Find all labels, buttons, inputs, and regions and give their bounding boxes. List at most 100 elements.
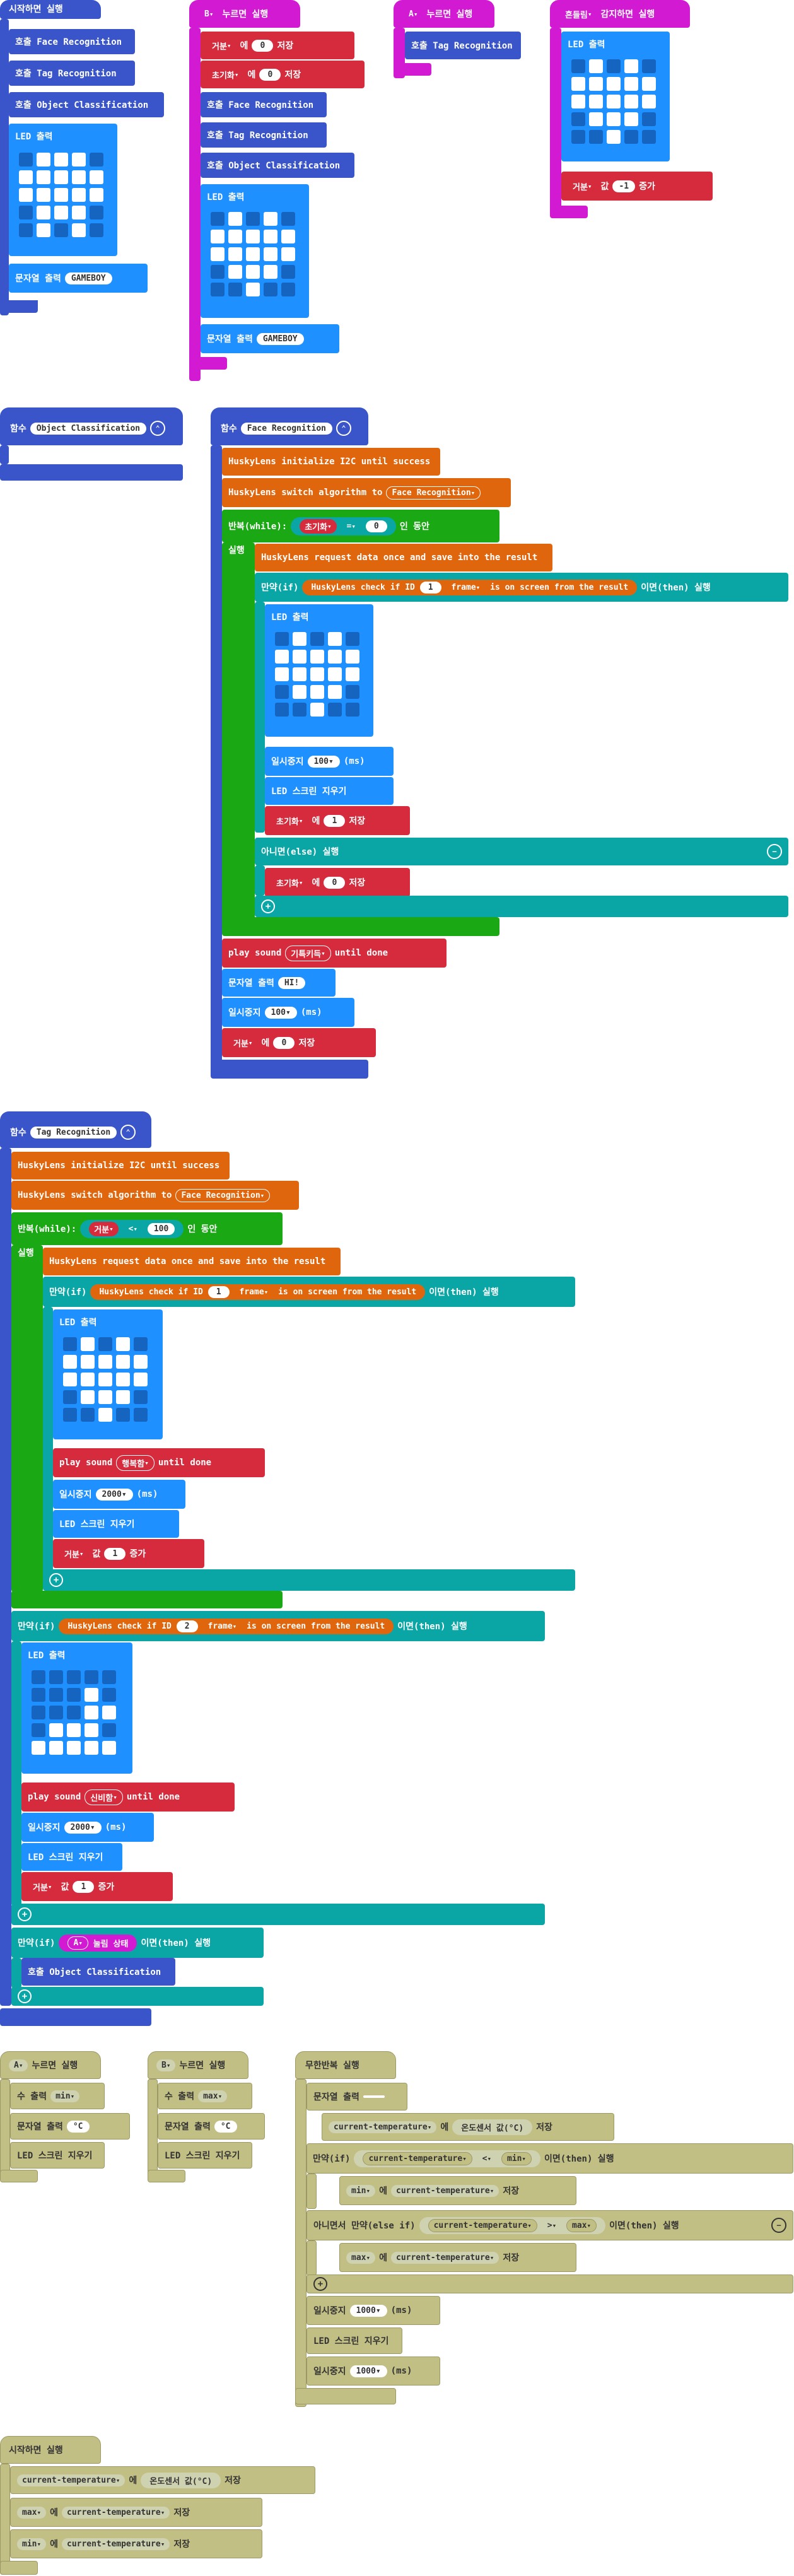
led-cell[interactable] bbox=[346, 685, 359, 699]
led-cell[interactable] bbox=[49, 1723, 63, 1737]
frame-dropdown[interactable]: frame bbox=[202, 1620, 242, 1632]
id-pill[interactable]: 1 bbox=[207, 1285, 230, 1298]
on-start-block[interactable] bbox=[0, 2436, 101, 2464]
play-sound-block[interactable]: play sound기특키득until done bbox=[222, 939, 447, 968]
led-cell[interactable] bbox=[67, 1741, 81, 1755]
change-var-block[interactable]: 거분값1증가 bbox=[53, 1539, 204, 1568]
led-cell[interactable] bbox=[54, 170, 68, 184]
led-cell[interactable] bbox=[102, 1741, 116, 1755]
led-cell[interactable] bbox=[328, 703, 342, 717]
led-cell[interactable] bbox=[85, 1706, 98, 1719]
led-cell[interactable] bbox=[49, 1706, 63, 1719]
led-cell[interactable] bbox=[37, 223, 50, 237]
led-cell[interactable] bbox=[228, 247, 242, 261]
value-pill[interactable]: 1 bbox=[73, 1880, 95, 1893]
sound-dropdown[interactable]: 신비함 bbox=[85, 1789, 123, 1805]
led-cell[interactable] bbox=[63, 1390, 77, 1404]
show-string-block[interactable]: 문자열 출력 bbox=[307, 2083, 407, 2111]
led-cell[interactable] bbox=[54, 153, 68, 167]
var-dropdown[interactable]: max bbox=[198, 2090, 228, 2102]
led-cell[interactable] bbox=[571, 59, 585, 73]
button-pressed-block[interactable]: A 눌림 상태 bbox=[59, 1934, 137, 1952]
call-tag-recognition[interactable]: 호출 Tag Recognition bbox=[201, 122, 327, 148]
pause-dropdown[interactable]: 1000 bbox=[349, 2365, 387, 2377]
compare-block[interactable]: current-temperature > max bbox=[419, 2216, 606, 2234]
led-cell[interactable] bbox=[72, 223, 86, 237]
var-dropdown[interactable]: current-temperature bbox=[391, 2251, 499, 2264]
plus-icon[interactable]: + bbox=[49, 1573, 63, 1587]
led-cell[interactable] bbox=[116, 1408, 130, 1422]
led-cell[interactable] bbox=[275, 685, 289, 699]
collapse-icon[interactable]: ⌃ bbox=[120, 1125, 136, 1140]
led-cell[interactable] bbox=[211, 247, 225, 261]
string-value[interactable]: °C bbox=[214, 2120, 237, 2133]
led-cell[interactable] bbox=[264, 247, 277, 261]
led-cell[interactable] bbox=[346, 703, 359, 717]
else-block[interactable]: 아니면(else) 실행− bbox=[255, 838, 788, 865]
var-dropdown[interactable]: 거분 bbox=[228, 1035, 258, 1050]
operator-dropdown[interactable]: > bbox=[542, 2219, 562, 2232]
led-cell[interactable] bbox=[607, 130, 621, 144]
led-cell[interactable] bbox=[116, 1373, 130, 1386]
id-pill[interactable]: 1 bbox=[419, 581, 441, 594]
led-cell[interactable] bbox=[293, 685, 307, 699]
string-value[interactable]: GAMEBOY bbox=[64, 272, 112, 284]
led-cell[interactable] bbox=[310, 667, 324, 681]
call-tag-recognition[interactable]: 호출 Tag Recognition bbox=[9, 61, 135, 86]
led-cell[interactable] bbox=[624, 130, 638, 144]
call-tag-recognition[interactable]: 호출 Tag Recognition bbox=[405, 32, 521, 59]
var-dropdown[interactable]: current-temperature bbox=[363, 2152, 472, 2165]
var-dropdown[interactable]: 초기화 bbox=[207, 67, 244, 82]
button-dropdown[interactable]: B bbox=[156, 2059, 176, 2071]
led-cell[interactable] bbox=[328, 667, 342, 681]
led-cell[interactable] bbox=[37, 206, 50, 220]
led-cell[interactable] bbox=[624, 59, 638, 73]
led-cell[interactable] bbox=[19, 170, 33, 184]
led-cell[interactable] bbox=[67, 1688, 81, 1702]
led-cell[interactable] bbox=[81, 1408, 95, 1422]
led-cell[interactable] bbox=[642, 95, 656, 108]
led-cell[interactable] bbox=[90, 188, 103, 202]
led-cell[interactable] bbox=[67, 1706, 81, 1719]
set-var-block[interactable]: 초기화에0저장 bbox=[265, 868, 410, 897]
led-cell[interactable] bbox=[310, 685, 324, 699]
value-pill[interactable]: 1 bbox=[324, 814, 346, 827]
string-value[interactable]: HI! bbox=[277, 976, 306, 989]
led-matrix[interactable] bbox=[571, 59, 656, 144]
var-dropdown[interactable]: min bbox=[17, 2538, 47, 2550]
led-cell[interactable] bbox=[81, 1355, 95, 1369]
plus-icon[interactable]: + bbox=[18, 1907, 32, 1921]
if-add-clause[interactable]: + bbox=[255, 896, 788, 917]
led-cell[interactable] bbox=[246, 247, 260, 261]
led-cell[interactable] bbox=[281, 247, 295, 261]
led-cell[interactable] bbox=[211, 212, 225, 226]
button-b-dropdown[interactable]: B bbox=[199, 8, 219, 20]
led-cell[interactable] bbox=[310, 632, 324, 646]
change-var-block[interactable]: 거분값1증가 bbox=[21, 1872, 173, 1901]
var-dropdown[interactable]: current-temperature bbox=[428, 2218, 537, 2232]
led-cell[interactable] bbox=[98, 1355, 112, 1369]
button-dropdown[interactable]: A bbox=[67, 1936, 88, 1950]
led-cell[interactable] bbox=[228, 283, 242, 296]
set-var-block[interactable]: 초기화에0저장 bbox=[201, 61, 365, 88]
huskylens-init-block[interactable]: HuskyLens initialize I2C until success bbox=[11, 1152, 230, 1180]
led-cell[interactable] bbox=[589, 59, 603, 73]
value-pill[interactable]: 0 bbox=[324, 876, 346, 889]
set-var-block[interactable]: current-temperature에온도센서 값(°C)저장 bbox=[10, 2466, 315, 2494]
led-cell[interactable] bbox=[63, 1337, 77, 1351]
call-face-recognition[interactable]: 호출 Face Recognition bbox=[201, 92, 327, 117]
set-var-block[interactable]: 거분에0저장 bbox=[201, 32, 354, 59]
led-cell[interactable] bbox=[624, 95, 638, 108]
set-var-block[interactable]: max에current-temperature저장 bbox=[339, 2243, 576, 2272]
led-cell[interactable] bbox=[642, 59, 656, 73]
led-cell[interactable] bbox=[85, 1688, 98, 1702]
set-var-block[interactable]: 거분에0저장 bbox=[222, 1028, 376, 1057]
minus-icon[interactable]: − bbox=[771, 2218, 786, 2233]
temperature-sensor[interactable]: 온도센서 값(°C) bbox=[452, 2119, 533, 2135]
play-sound-block[interactable]: play sound신비함until done bbox=[21, 1783, 235, 1812]
led-cell[interactable] bbox=[98, 1337, 112, 1351]
